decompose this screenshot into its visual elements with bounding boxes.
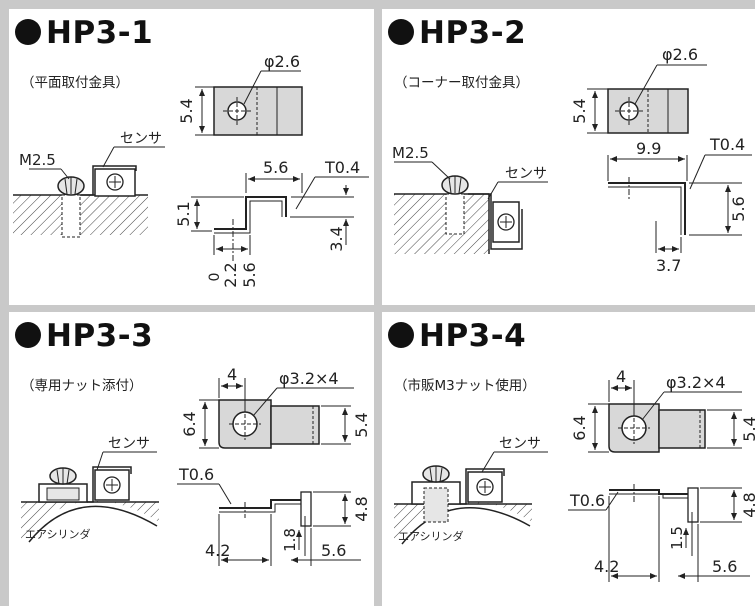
mounting-illustration	[394, 465, 532, 545]
hp3-2-drawing: φ2.6 5.4 M2.5	[392, 45, 752, 275]
bracket-side-profile	[214, 196, 287, 261]
right-height-label: 5.4	[352, 412, 371, 437]
panel-hp3-1: HP3-1 （平面取付金具） φ2.6	[9, 9, 374, 305]
panel-title-text: HP3-2	[419, 15, 527, 51]
panel-title-text: HP3-3	[46, 318, 154, 354]
right-height-label: 5.4	[740, 416, 755, 441]
sensor-label: センサ	[108, 436, 150, 452]
depth-label: 3.7	[656, 256, 681, 275]
hp3-4-drawing: 4 φ3.2×4 6.4 5.4	[394, 367, 755, 582]
panel-subtitle: （専用ナット添付）	[21, 378, 143, 394]
width-label: 9.9	[636, 139, 661, 158]
thickness-label: T0.6	[569, 491, 605, 510]
panel-title: HP3-1	[15, 15, 153, 51]
bracket-side-profile	[608, 177, 686, 235]
position-zero-label: 0	[207, 273, 223, 282]
panel-hp3-2: HP3-2 （コーナー取付金具） φ2.6	[382, 9, 755, 305]
panel-hp3-4: HP3-4 （市販M3ナット使用） 4	[382, 312, 755, 606]
panel-title: HP3-4	[388, 318, 526, 354]
width-label: 5.6	[263, 158, 288, 177]
sensor-label: センサ	[120, 131, 162, 147]
hole-diameter-label: φ2.6	[662, 45, 698, 64]
mounting-illustration	[21, 466, 159, 543]
left-height-label: 6.4	[180, 411, 199, 436]
bracket-height-label: 5.4	[177, 98, 196, 123]
panel-subtitle: （コーナー取付金具）	[394, 75, 529, 91]
step-height-label: 4.8	[740, 492, 755, 517]
length-a-label: 4.2	[594, 557, 619, 576]
mounting-illustration	[394, 175, 523, 254]
thickness-label: T0.6	[178, 465, 214, 484]
length-b-label: 5.6	[321, 541, 346, 560]
panel-subtitle: （市販M3ナット使用）	[394, 378, 536, 394]
bracket-top-view	[213, 86, 303, 136]
bracket-height-label: 5.4	[570, 98, 589, 123]
bullet-dot-icon	[388, 19, 414, 45]
depth-label: 3.4	[327, 226, 346, 251]
left-height-label: 6.4	[570, 415, 589, 440]
panel-title: HP3-3	[15, 318, 153, 354]
height-label: 5.6	[729, 196, 748, 221]
thickness-label: T0.4	[324, 158, 360, 177]
hp3-3-drawing: 4 φ3.2×4 6.4 5.4	[21, 365, 371, 566]
bullet-dot-icon	[15, 19, 41, 45]
hole-diameter-label: φ3.2×4	[279, 369, 339, 388]
step-height-label: 4.8	[352, 496, 371, 521]
bracket-top-view	[608, 403, 706, 453]
bracket-top-view	[218, 399, 320, 449]
panel-subtitle: （平面取付金具）	[21, 75, 129, 91]
hole-diameter-label: φ2.6	[264, 52, 300, 71]
panel-hp3-3: HP3-3 （専用ナット添付） 4	[9, 312, 374, 606]
bracket-side-profile	[609, 484, 699, 523]
bracket-side-profile	[219, 491, 312, 527]
hole-pitch-label: 4	[227, 365, 237, 384]
position-a-label: 2.2	[221, 262, 240, 287]
sensor-label: センサ	[505, 166, 547, 182]
screw-label: M2.5	[392, 144, 429, 162]
thickness-label: T0.4	[709, 135, 745, 154]
step-offset-label: 1.8	[281, 528, 299, 552]
length-a-label: 4.2	[205, 541, 230, 560]
length-b-label: 5.6	[712, 557, 737, 576]
bullet-dot-icon	[15, 322, 41, 348]
position-b-label: 5.6	[240, 262, 259, 287]
panel-title-text: HP3-1	[46, 15, 154, 51]
hole-pitch-label: 4	[616, 367, 626, 386]
mounting-illustration	[13, 165, 148, 238]
hole-diameter-label: φ3.2×4	[666, 373, 726, 392]
bullet-dot-icon	[388, 322, 414, 348]
cylinder-label: エアシリンダ	[25, 527, 91, 541]
panel-title-text: HP3-4	[419, 318, 527, 354]
bracket-top-view	[607, 88, 689, 134]
height-label: 5.1	[174, 201, 193, 226]
cylinder-label: エアシリンダ	[398, 529, 464, 543]
panel-title: HP3-2	[388, 15, 526, 51]
screw-label: M2.5	[19, 151, 56, 169]
step-offset-label: 1.5	[668, 526, 686, 550]
hp3-1-drawing: φ2.6 5.4 M2.5	[13, 52, 369, 288]
sensor-label: センサ	[499, 436, 541, 452]
